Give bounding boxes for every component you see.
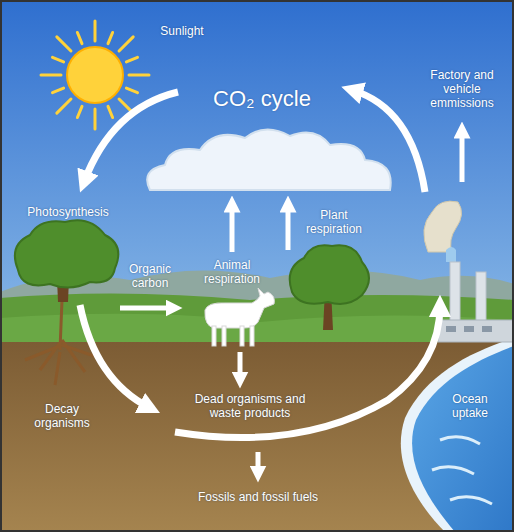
sun-ray [41, 74, 61, 77]
illustration-part [476, 272, 486, 324]
sun-ray [94, 21, 97, 41]
sun-ray [129, 74, 149, 77]
sun-ray [57, 37, 71, 51]
flow-arrow [460, 130, 465, 182]
illustration-part [15, 220, 118, 287]
diagram-label: Fossils and fossil fuels [178, 490, 338, 504]
cycle-arrow [80, 305, 150, 408]
diagram-label: Organic carbon [118, 262, 182, 290]
sun-ray [77, 33, 82, 44]
sun-ray [108, 106, 113, 117]
illustration-part [222, 326, 226, 346]
sun-ray [108, 33, 113, 44]
sun-ray [57, 99, 71, 113]
sun-ray [53, 88, 64, 93]
sun-ray [119, 37, 133, 51]
illustration-part [67, 47, 123, 103]
illustration-part [464, 326, 474, 332]
diagram-label: Plant respiration [299, 208, 369, 236]
flow-arrow [230, 204, 235, 252]
illustration-part [450, 262, 460, 324]
diagram-label: Factory and vehicle emmissions [422, 68, 502, 110]
diagram-label: Ocean uptake [439, 392, 501, 420]
illustration-part [250, 326, 254, 346]
sky [0, 0, 514, 300]
illustration-part [438, 320, 514, 342]
sun-ray [94, 109, 97, 129]
illustration-part [446, 326, 456, 332]
illustration-part [424, 201, 462, 252]
diagram-label: Sunlight [142, 24, 222, 38]
waves [432, 437, 492, 504]
sun-ray [53, 57, 64, 62]
right-tree [290, 245, 369, 330]
flow-arrow [286, 204, 291, 250]
diagram-label: Decay organisms [26, 402, 98, 430]
illustration-part [147, 129, 391, 190]
illustration-part [482, 326, 492, 332]
cloud [147, 129, 391, 190]
flow-arrow [120, 306, 174, 311]
cycle-arrows [80, 90, 440, 438]
illustration-part [205, 288, 274, 328]
flow-arrow [238, 352, 243, 380]
sun-ray [126, 88, 137, 93]
illustration-part [446, 247, 456, 262]
diagram-label: Animal respiration [190, 258, 274, 286]
cycle-arrow [175, 306, 440, 438]
illustration-part [290, 245, 369, 304]
flow-arrows [120, 130, 462, 474]
diagram-label: Dead organisms and waste products [188, 392, 312, 420]
sun-ray [77, 106, 82, 117]
illustration-part [240, 326, 244, 346]
ocean [412, 346, 514, 532]
sun-ray [126, 57, 137, 62]
goat [205, 288, 274, 346]
cycle-arrow [352, 90, 425, 192]
flow-arrow [256, 452, 261, 474]
illustration-part [212, 326, 216, 346]
cycle-arrow [84, 92, 178, 182]
diagram-title: CO₂ cycle [213, 86, 311, 112]
diagram-label: Photosynthesis [18, 205, 118, 219]
